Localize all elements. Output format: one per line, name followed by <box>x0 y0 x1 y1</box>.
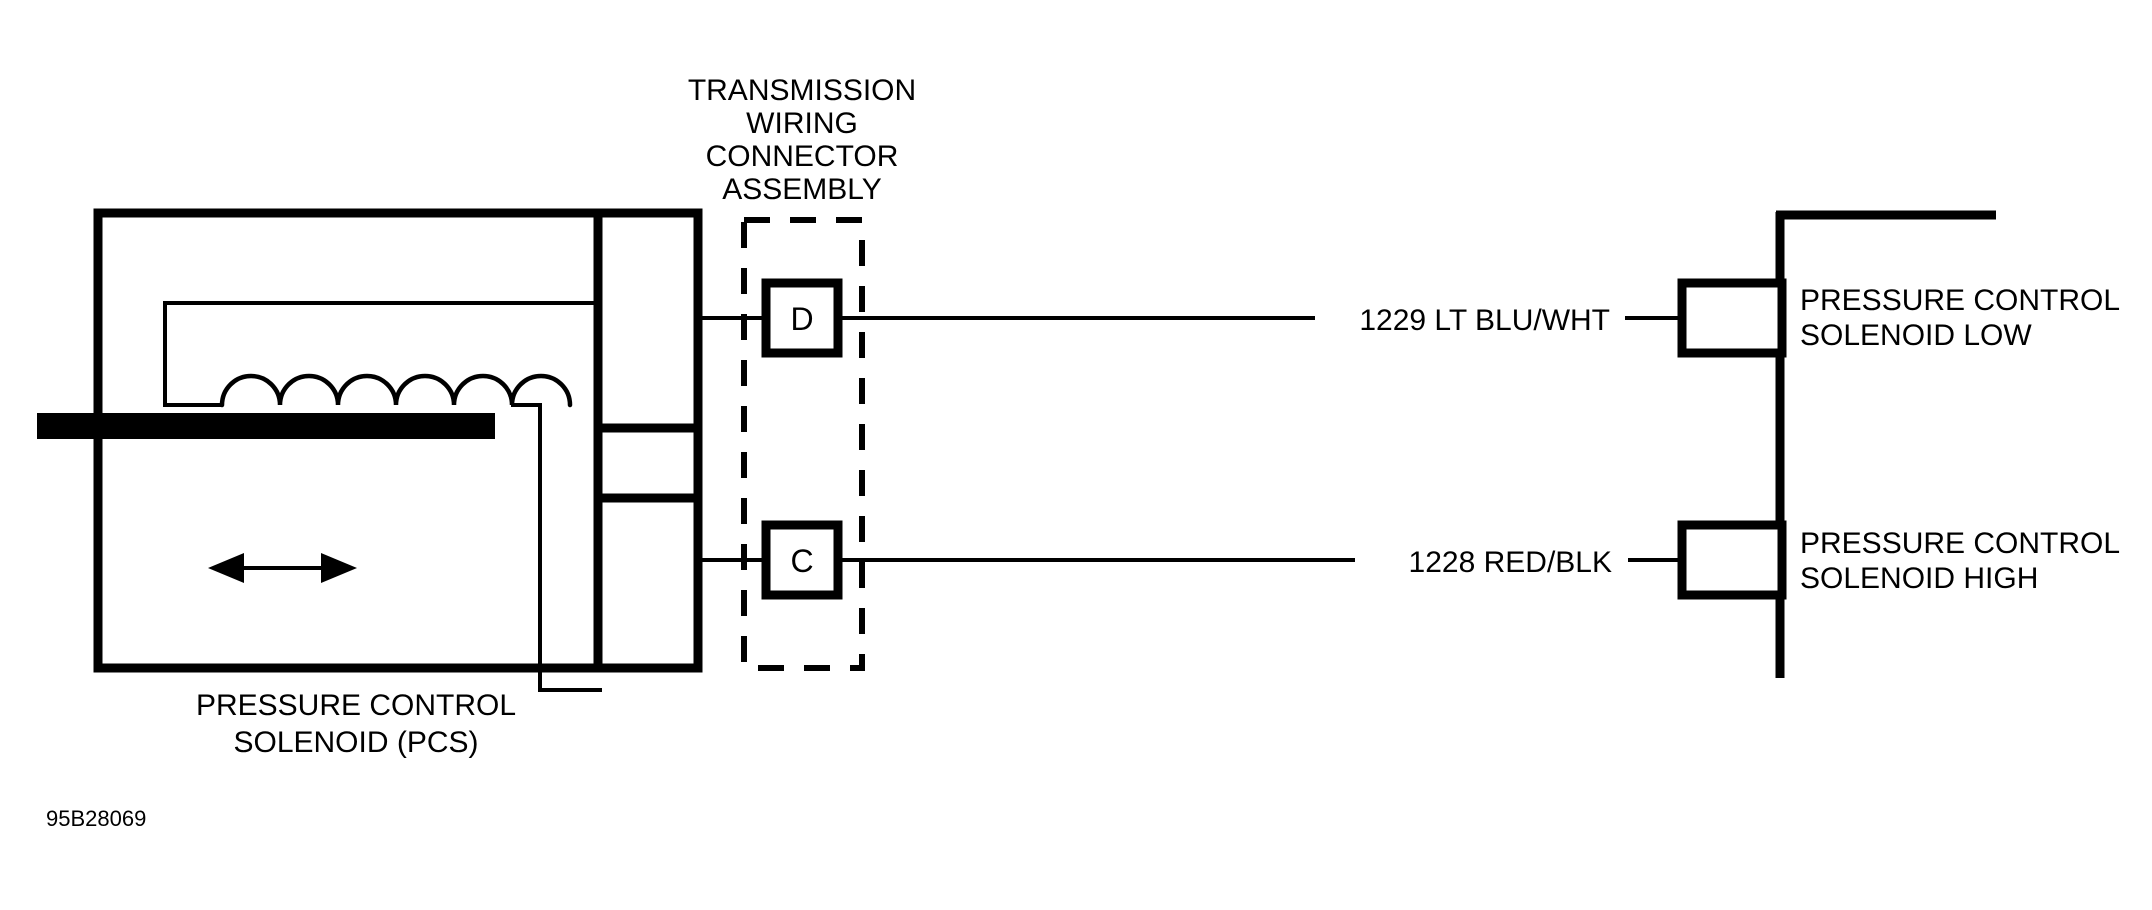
wire-1228-label: 1228 RED/BLK <box>1409 546 1612 579</box>
figure-code: 95B28069 <box>46 806 146 831</box>
pin-d-box <box>761 278 843 358</box>
terminal-pcs-high-box <box>1677 520 1787 600</box>
wire-run-1229: 1229 LT BLU/WHT <box>862 304 1682 337</box>
connector-pin-c: C <box>698 520 900 600</box>
solenoid-coil-assembly <box>163 301 602 692</box>
motion-arrow-head-right <box>321 553 357 583</box>
wire-run-1228: 1228 RED/BLK <box>862 546 1682 579</box>
pressure-control-solenoid-body <box>93 208 603 673</box>
terminal-pcs-high-line-2: SOLENOID HIGH <box>1800 562 2038 595</box>
motion-arrow-head-left <box>208 553 244 583</box>
terminal-pcs-low-line-1: PRESSURE CONTROL <box>1800 284 2120 317</box>
terminal-pcs-low-line-2: SOLENOID LOW <box>1800 319 2032 352</box>
terminal-pcs-high-line-1: PRESSURE CONTROL <box>1800 527 2120 560</box>
connector-title-line-3: CONNECTOR <box>706 140 899 173</box>
connector-title-line-1: TRANSMISSION <box>688 74 916 107</box>
wire-1229-label: 1229 LT BLU/WHT <box>1359 304 1610 337</box>
pin-c-letter: C <box>790 543 813 579</box>
solenoid-caption-line-2: SOLENOID (PCS) <box>233 726 478 759</box>
coil-winding <box>219 373 573 408</box>
terminal-pcs-high: PRESSURE CONTROL SOLENOID HIGH <box>1677 520 2120 600</box>
solenoid-terminal-block <box>593 208 703 673</box>
solenoid-caption-line-1: PRESSURE CONTROL <box>196 689 516 722</box>
terminal-block-outline <box>593 208 703 673</box>
pin-d-letter: D <box>790 301 813 337</box>
control-module-edge <box>1775 210 1996 678</box>
terminal-pcs-low-box <box>1677 278 1787 358</box>
solenoid-body-outline <box>93 208 603 673</box>
coil-lead-lower <box>511 403 602 692</box>
coil-lead-upper <box>163 301 602 353</box>
connector-title-line-2: WIRING <box>746 107 858 140</box>
terminal-pcs-low: PRESSURE CONTROL SOLENOID LOW <box>1677 278 2120 358</box>
solenoid-caption: PRESSURE CONTROL SOLENOID (PCS) <box>196 689 516 759</box>
coil-lead-upper-drop <box>163 303 222 407</box>
connector-assembly-dashed-boundary <box>741 217 865 671</box>
connector-assembly-title: TRANSMISSION WIRING CONNECTOR ASSEMBLY <box>688 74 916 206</box>
connector-title-line-4: ASSEMBLY <box>722 173 882 206</box>
solenoid-plunger-bar <box>37 413 495 439</box>
plunger-motion-arrow <box>208 553 357 583</box>
